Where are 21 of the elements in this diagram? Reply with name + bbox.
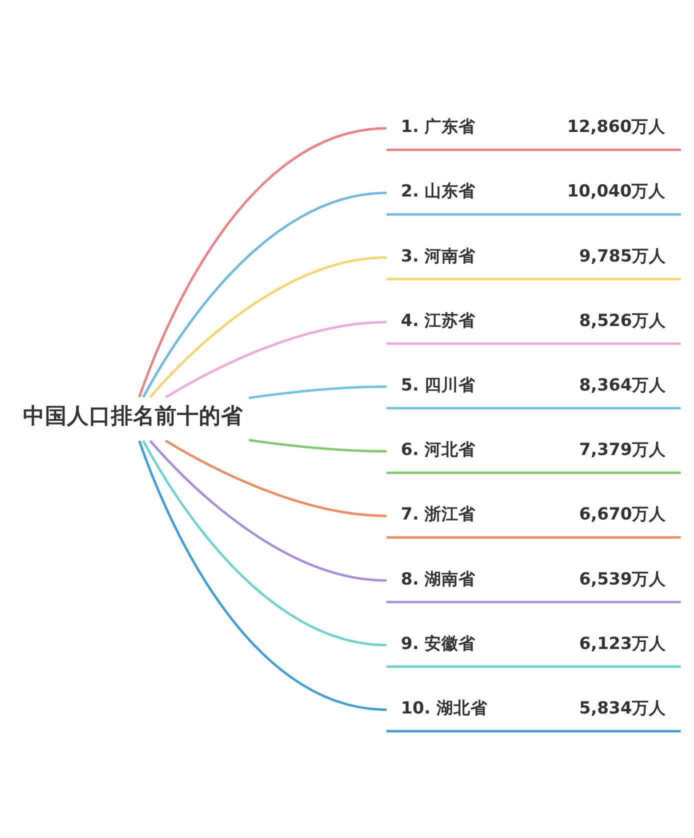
node-text: 7. 浙江省 6,670万人 — [400, 504, 666, 524]
connector — [142, 192, 387, 398]
connector — [138, 127, 387, 398]
connector — [248, 438, 386, 452]
node-text: 6. 河北省 7,379万人 — [400, 439, 666, 460]
node-text: 3. 河南省 9,785万人 — [400, 245, 666, 266]
connector — [149, 256, 387, 398]
connector — [149, 440, 387, 582]
connector — [248, 386, 386, 400]
node-text: 5. 四川省 8,364万人 — [400, 374, 666, 395]
node-text: 中国人口排名前十的省 — [22, 404, 243, 430]
connector — [165, 320, 387, 398]
connector — [165, 440, 387, 518]
node-text: 4. 江苏省 8,526万人 — [400, 310, 666, 330]
node-text: 8. 湖南省 6,539万人 — [400, 568, 666, 588]
connector — [142, 440, 387, 646]
node-text: 2. 山东省 10,040万人 — [400, 180, 666, 201]
node-text: 9. 安徽省 6,123万人 — [400, 632, 666, 653]
connector — [138, 440, 387, 711]
node-text: 1. 广东省 12,860万人 — [400, 116, 666, 136]
node-text: 10. 湖北省 5,834万人 — [400, 698, 666, 718]
